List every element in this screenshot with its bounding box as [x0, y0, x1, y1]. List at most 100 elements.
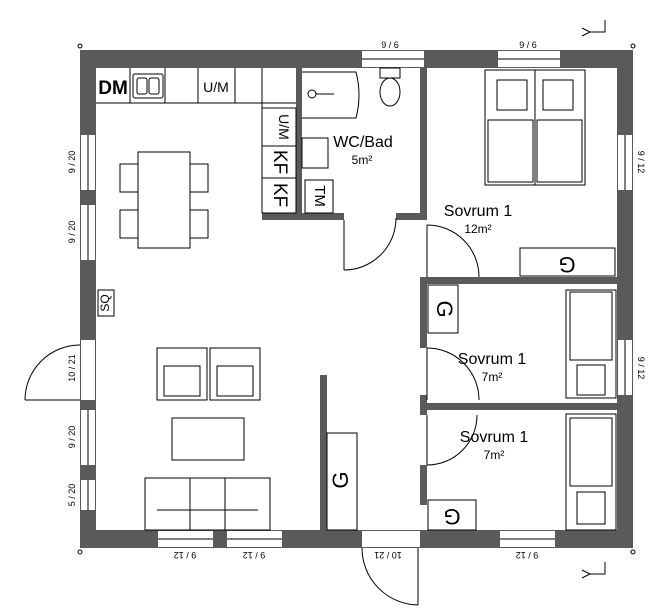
- corner-markers: [77, 43, 636, 555]
- bottom-wall: [80, 530, 633, 548]
- dim-left-1: 9 / 20: [67, 151, 77, 174]
- openings: [81, 51, 632, 547]
- top-wall: [80, 50, 633, 68]
- chair-icon: [119, 163, 139, 193]
- bedroom-divider-1: [420, 277, 617, 284]
- shower-icon: [302, 71, 360, 119]
- sofa-bed-unit: [97, 289, 115, 317]
- bedroom-2-area: 7m²: [482, 370, 503, 384]
- dim-left-4: 5 / 20: [67, 484, 77, 507]
- bedroom-2-door-swing: [426, 347, 480, 401]
- bedroom-main-area: 12m²: [464, 222, 491, 236]
- dim-left-3: 9 / 20: [67, 426, 77, 449]
- dim-top-left: 9 / 6: [381, 40, 399, 50]
- wardrobe-2: [427, 284, 459, 334]
- dimension-labels: 9 / 6 9 / 6 9 / 20 9 / 20 10 / 21 9 / 20…: [67, 40, 646, 560]
- toilet-icon: [379, 77, 401, 107]
- left-door-swing: [24, 344, 81, 401]
- central-wall-upper: [420, 68, 427, 220]
- duvet-icon: [487, 119, 534, 183]
- single-bed-icon: [565, 289, 617, 399]
- wc-bottom-wall-right: [396, 213, 424, 220]
- dining-set: [119, 151, 209, 249]
- bedroom-3-area: 7m²: [484, 448, 505, 462]
- dim-left-door: 10 / 21: [67, 354, 77, 382]
- chair-icon: [189, 163, 209, 193]
- section-arrow-icon: [581, 20, 606, 37]
- sofa-icon: [144, 477, 271, 531]
- wc-door-swing: [343, 217, 397, 271]
- fridge-1-label: KF: [269, 150, 290, 174]
- pillow-icon: [542, 79, 574, 111]
- wardrobe-3-label: G: [443, 504, 460, 529]
- armchair-icon: [209, 347, 261, 401]
- wardrobe-3: [427, 499, 477, 531]
- bedroom-2-name: Sovrum 1: [458, 351, 527, 368]
- single-bed-icon: [565, 413, 617, 531]
- door-left: [81, 340, 95, 400]
- dishwasher-label: DM: [98, 78, 128, 99]
- dryer-unit: [304, 179, 334, 214]
- dim-bottom-3: 9 / 12: [516, 550, 539, 560]
- wardrobe-hall: [326, 432, 358, 531]
- wc-left-wall: [296, 68, 302, 218]
- hall-stub-wall: [320, 375, 327, 530]
- door-bottom: [362, 531, 420, 547]
- wc-bottom-wall-left: [262, 213, 344, 220]
- sofa-bed-label: SQ: [98, 294, 112, 311]
- dryer-label: TM: [311, 185, 328, 207]
- bottom-door-swing: [361, 547, 419, 606]
- duvet-icon: [536, 119, 583, 183]
- dim-left-2: 9 / 20: [67, 221, 77, 244]
- washbasin-icon: [301, 137, 329, 169]
- duvet-icon: [569, 291, 613, 361]
- bedroom-main-door-swing: [426, 224, 480, 278]
- kitchen: DM U/M U/M KF KF: [96, 68, 297, 214]
- armchair-icon: [156, 347, 208, 401]
- chair-icon: [189, 209, 209, 239]
- shower-head-icon: [307, 89, 317, 99]
- dim-right-2: 9 / 12: [636, 357, 646, 380]
- pillow-icon: [496, 79, 528, 111]
- wc-room-area: 5m²: [352, 153, 373, 167]
- bedroom-2: G Sovrum 1 7m²: [427, 284, 617, 399]
- wardrobe-main: [519, 247, 616, 277]
- dim-bottom-2: 9 / 12: [243, 550, 266, 560]
- chair-icon: [119, 209, 139, 239]
- dim-bottom-1: 9 / 12: [174, 550, 197, 560]
- oven-side-label: U/M: [276, 114, 292, 140]
- bedroom-3-door-swing: [426, 414, 478, 466]
- fridge-2-unit: [261, 177, 297, 214]
- dim-top-right: 9 / 6: [519, 40, 537, 50]
- central-wall-mid: [420, 278, 427, 348]
- fridge-2-label: KF: [269, 183, 290, 207]
- bedroom-divider-2: [420, 403, 617, 410]
- coffee-table: [171, 417, 245, 461]
- right-wall: [617, 50, 633, 548]
- dim-bottom-door: 10 / 21: [374, 550, 402, 560]
- dining-table: [137, 151, 191, 249]
- wardrobe-hall-label: G: [328, 471, 353, 488]
- dim-right-1: 9 / 12: [636, 151, 646, 174]
- central-wall-lower: [420, 465, 427, 505]
- pillow-icon: [576, 491, 606, 525]
- section-arrows: [581, 20, 606, 579]
- oven-top-label: U/M: [203, 79, 229, 95]
- hall-wardrobe: G: [326, 432, 358, 531]
- interior-walls: [262, 68, 617, 530]
- section-arrow-icon: [581, 562, 606, 579]
- pillow-icon: [576, 364, 606, 396]
- bedroom-main-name: Sovrum 1: [444, 203, 513, 220]
- bedroom-3: G Sovrum 1 7m²: [427, 413, 617, 531]
- toilet-tank-icon: [379, 67, 401, 79]
- wardrobe-2-label: G: [432, 300, 457, 317]
- living-room: SQ: [97, 289, 271, 531]
- sink-icon: [132, 73, 164, 99]
- left-wall: [80, 50, 96, 548]
- wc-room-name: WC/Bad: [333, 134, 393, 151]
- bedroom-3-name: Sovrum 1: [460, 429, 529, 446]
- bathroom: TM WC/Bad 5m²: [301, 67, 401, 214]
- bedroom-main: G Sovrum 1 12m²: [444, 69, 616, 277]
